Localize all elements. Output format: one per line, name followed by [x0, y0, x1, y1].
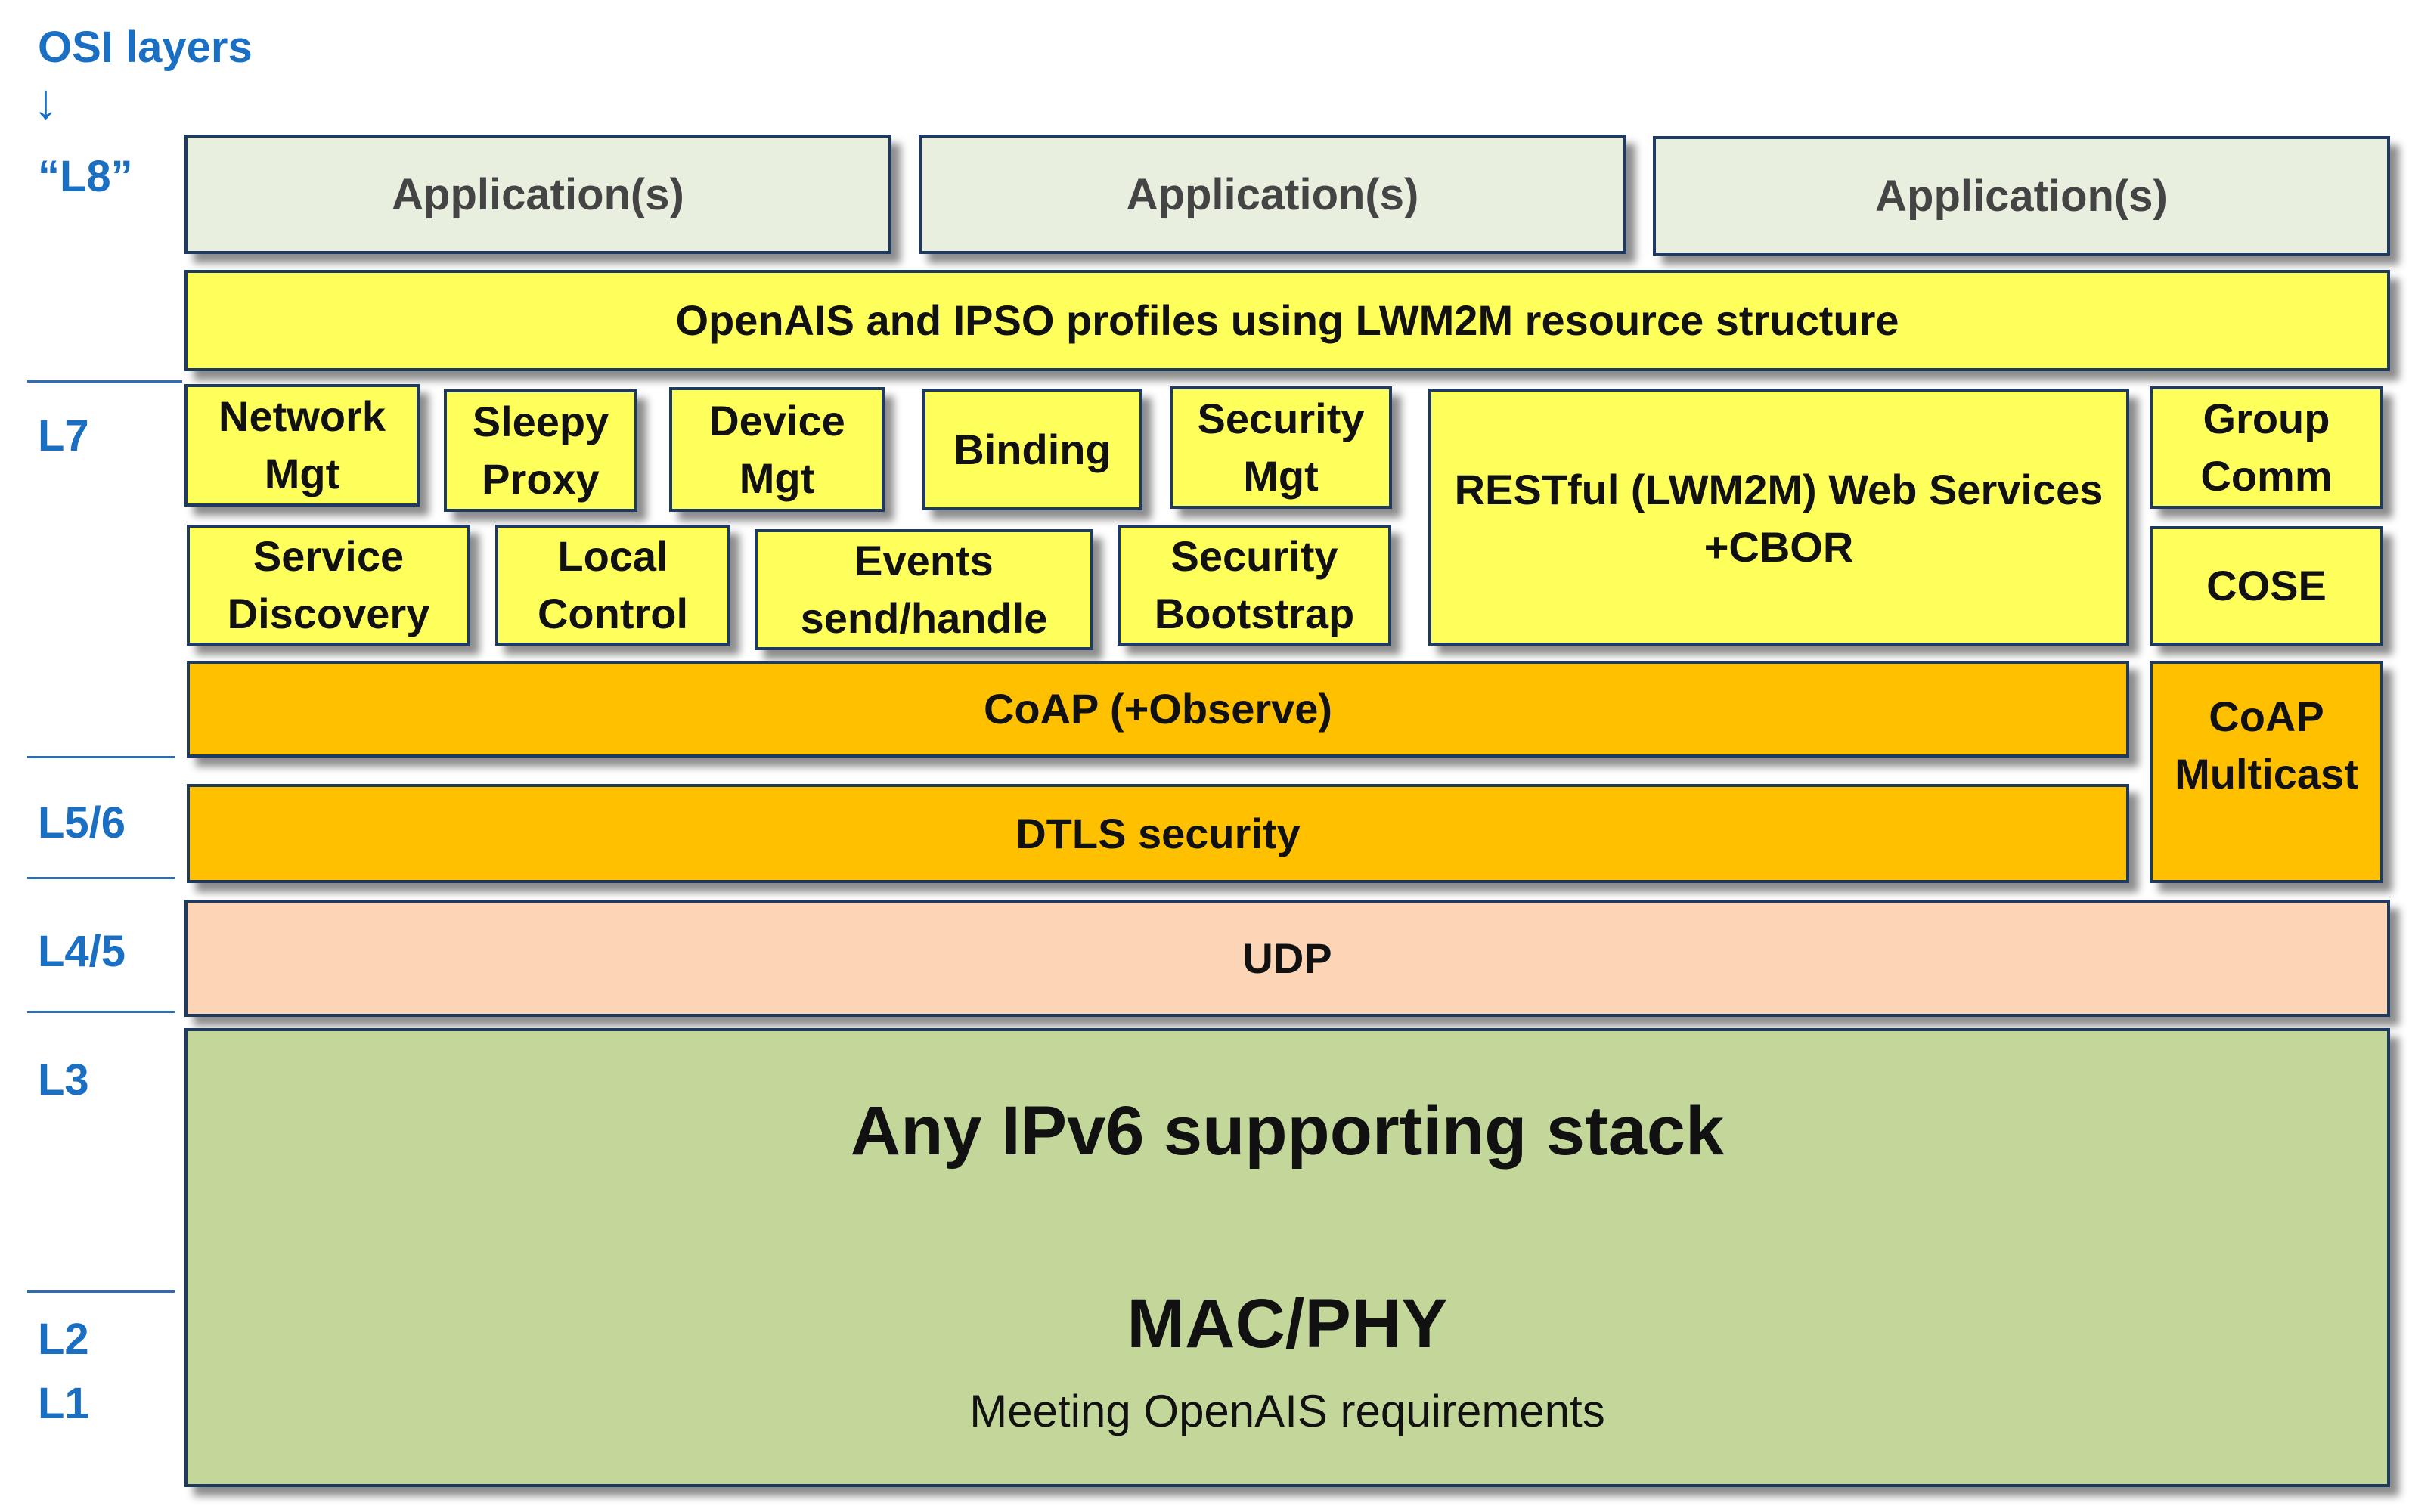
events-line2: send/handle: [800, 594, 1048, 642]
network-mgt-line2: Mgt: [264, 450, 340, 497]
osi-label-l3: L3: [38, 1055, 89, 1105]
security-bootstrap-box: Security Bootstrap: [1118, 525, 1391, 646]
ipv6-stack-label: Any IPv6 supporting stack: [850, 1092, 1725, 1170]
service-discovery-line1: Service: [253, 532, 405, 581]
group-comm-box: Group Comm: [2150, 386, 2383, 509]
macphy-requirements-label: Meeting OpenAIS requirements: [969, 1386, 1605, 1436]
cose-box: COSE: [2150, 526, 2383, 646]
layer-separator: [27, 1011, 175, 1013]
events-line1: Events: [854, 537, 994, 585]
sleepy-proxy-box: Sleepy Proxy: [444, 389, 637, 512]
osi-label-l45: L4/5: [38, 927, 126, 976]
device-mgt-line1: Device: [708, 396, 845, 445]
local-control-box: Local Control: [495, 525, 730, 646]
group-comm-line2: Comm: [2200, 452, 2333, 500]
sleepy-proxy-line2: Proxy: [482, 455, 600, 503]
security-mgt-box: Security Mgt: [1170, 386, 1392, 509]
network-mgt-line1: Network: [219, 392, 386, 441]
coap-observe-bar: CoAP (+Observe): [187, 661, 2129, 758]
group-comm-line1: Group: [2203, 395, 2330, 443]
events-box: Events send/handle: [755, 529, 1093, 650]
profiles-bar: OpenAIS and IPSO profiles using LWM2M re…: [184, 270, 2390, 371]
layer-separator: [27, 380, 182, 383]
macphy-label: MAC/PHY: [1127, 1285, 1448, 1362]
osi-label-l7: L7: [38, 411, 89, 460]
local-control-line2: Control: [537, 590, 689, 637]
coap-multicast-line1: CoAP: [2209, 692, 2324, 740]
osi-layers-header: OSI layers: [38, 23, 253, 72]
restful-web-services-box: RESTful (LWM2M) Web Services +CBOR: [1428, 389, 2129, 646]
sleepy-proxy-line1: Sleepy: [472, 398, 609, 446]
down-arrow-icon: ↓: [33, 73, 58, 129]
application-box-2: Application(s): [919, 135, 1626, 254]
layer-separator: [27, 877, 175, 879]
security-bootstrap-line2: Bootstrap: [1154, 590, 1355, 637]
ipv6-macphy-box: Any IPv6 supporting stack MAC/PHY Meetin…: [184, 1028, 2390, 1487]
osi-label-l1: L1: [38, 1379, 89, 1428]
coap-multicast-box: CoAP Multicast: [2150, 661, 2383, 883]
coap-multicast-line2: Multicast: [2175, 749, 2358, 798]
device-mgt-line2: Mgt: [739, 454, 815, 502]
restful-line1: RESTful (LWM2M) Web Services: [1454, 466, 2104, 513]
layer-separator: [27, 1290, 175, 1293]
security-bootstrap-line1: Security: [1170, 532, 1338, 581]
binding-box: Binding: [922, 389, 1142, 510]
network-mgt-box: Network Mgt: [184, 384, 420, 507]
application-box-1: Application(s): [184, 135, 891, 254]
local-control-line1: Local: [557, 532, 668, 581]
dtls-security-bar: DTLS security: [187, 784, 2129, 883]
service-discovery-box: Service Discovery: [187, 525, 470, 646]
security-mgt-line2: Mgt: [1243, 452, 1319, 500]
osi-label-l56: L5/6: [38, 798, 126, 847]
security-mgt-line1: Security: [1197, 395, 1365, 443]
osi-label-l8: “L8”: [38, 152, 133, 201]
osi-label-l2: L2: [38, 1315, 89, 1364]
application-box-3: Application(s): [1653, 136, 2390, 256]
udp-bar: UDP: [184, 900, 2390, 1017]
restful-line2: +CBOR: [1704, 522, 1854, 571]
layer-separator: [27, 756, 175, 758]
device-mgt-box: Device Mgt: [669, 387, 885, 512]
service-discovery-line2: Discovery: [227, 590, 430, 637]
